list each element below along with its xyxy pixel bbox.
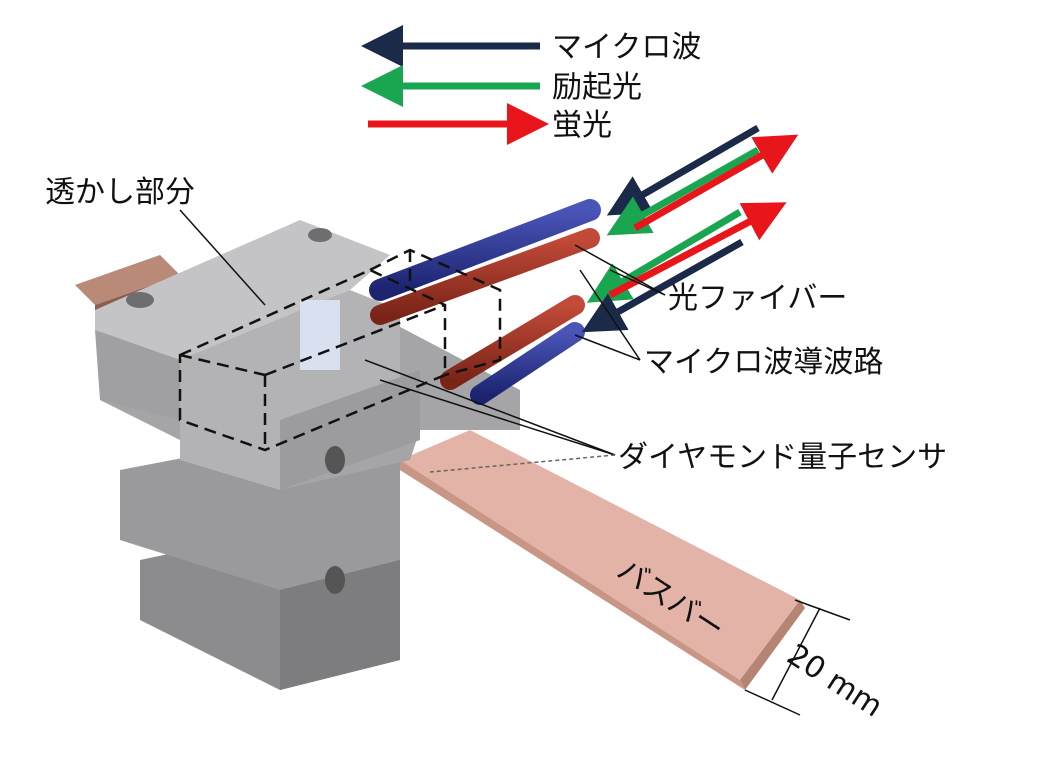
leader-lines	[179, 209, 851, 716]
legend-microwave: マイクロ波	[552, 30, 701, 65]
label-width: 20 mm	[781, 637, 889, 724]
optical-fiber-lower	[470, 322, 585, 405]
sensor-holder	[95, 220, 520, 690]
legend-fluorescence: 蛍光	[552, 108, 612, 143]
waveguide-lower	[440, 295, 585, 390]
legend: マイクロ波 励起光 蛍光	[361, 25, 701, 145]
label-transparent-part: 透かし部分	[45, 175, 195, 210]
optical-fiber-upper	[369, 199, 601, 301]
waveguide-upper	[370, 228, 600, 325]
label-optical-fiber: 光ファイバー	[668, 281, 847, 316]
label-microwave-waveguide: マイクロ波導波路	[644, 345, 883, 380]
legend-excitation: 励起光	[552, 70, 642, 105]
fibers	[369, 199, 601, 405]
transparent-region-outline	[178, 248, 502, 452]
label-diamond-sensor: ダイヤモンド量子センサ	[618, 440, 947, 475]
